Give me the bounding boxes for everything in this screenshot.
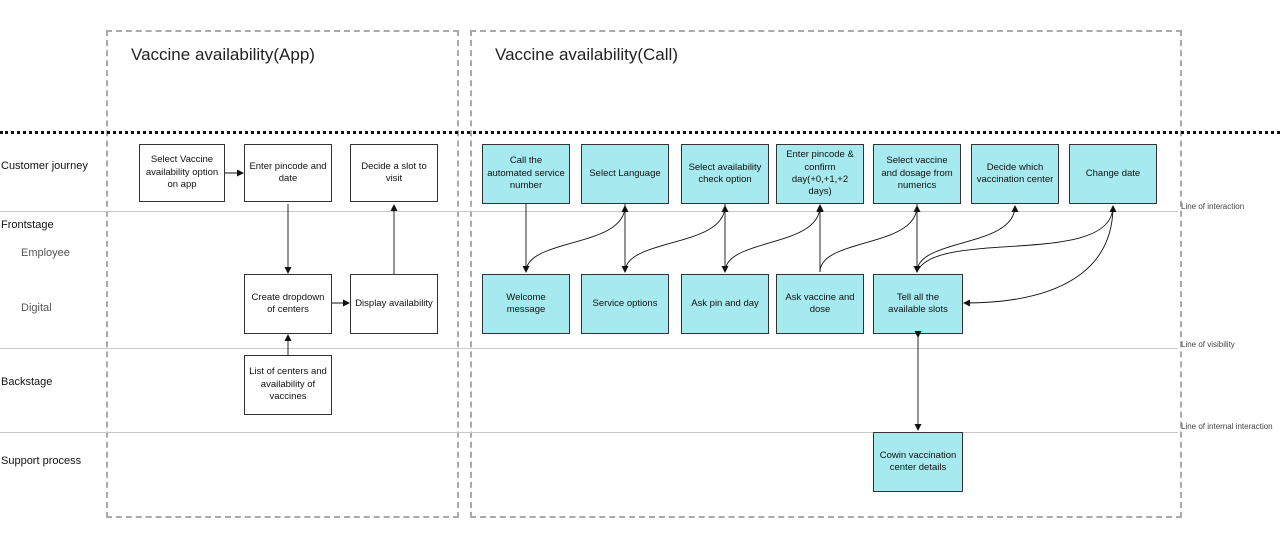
app-create-dropdown-box: Create dropdown of centers bbox=[244, 274, 332, 334]
decide-center-box: Decide which vaccination center bbox=[971, 144, 1059, 204]
app-create-dropdown-text: Create dropdown of centers bbox=[251, 291, 325, 315]
curve-askpin-to-pincode bbox=[724, 205, 824, 273]
app-section-title: Vaccine availability(App) bbox=[131, 45, 315, 64]
line-of-interaction bbox=[0, 211, 1178, 212]
ask-vaccine-dose-text: Ask vaccine and dose bbox=[785, 291, 855, 315]
call-section-frame bbox=[470, 30, 1182, 518]
call-number-text: Call the automated service number bbox=[487, 155, 565, 192]
welcome-message-box: Welcome message bbox=[482, 274, 570, 334]
line-of-interaction-label: Line of interaction bbox=[1181, 202, 1245, 211]
app-enter-pincode-box: Enter pincode and date bbox=[244, 144, 332, 202]
lane-employee: Employee bbox=[21, 247, 70, 259]
ask-pin-day-box: Ask pin and day bbox=[681, 274, 769, 334]
curve-askvaccine-to-vaccine bbox=[819, 205, 921, 273]
app-select-option-text: Select Vaccine availability option on ap… bbox=[145, 154, 219, 191]
change-date-text: Change date bbox=[1085, 167, 1141, 179]
change-date-box: Change date bbox=[1069, 144, 1157, 204]
decide-center-text: Decide which vaccination center bbox=[976, 161, 1054, 185]
lane-customer-journey: Customer journey bbox=[1, 160, 88, 172]
cowin-details-box: Cowin vaccination center details bbox=[873, 432, 963, 492]
enter-pincode-confirm-text: Enter pincode & confirm day(+0,+1,+2 day… bbox=[786, 149, 854, 198]
select-vaccine-text: Select vaccine and dosage from numerics bbox=[881, 155, 953, 192]
app-display-availability-text: Display availability bbox=[355, 297, 433, 309]
call-number-box: Call the automated service number bbox=[482, 144, 570, 204]
cowin-details-text: Cowin vaccination center details bbox=[879, 449, 957, 473]
app-display-availability-box: Display availability bbox=[350, 274, 438, 334]
customer-separator bbox=[0, 131, 1280, 134]
service-options-text: Service options bbox=[592, 297, 658, 309]
app-select-option-box: Select Vaccine availability option on ap… bbox=[139, 144, 225, 202]
tell-slots-box: Tell all the available slots bbox=[873, 274, 963, 334]
line-of-internal-interaction-label: Line of internal interaction bbox=[1181, 422, 1273, 431]
app-list-centers-text: List of centers and availability of vacc… bbox=[249, 366, 327, 403]
ask-pin-day-text: Ask pin and day bbox=[691, 297, 759, 309]
app-decide-slot-box: Decide a slot to visit bbox=[350, 144, 438, 202]
welcome-message-text: Welcome message bbox=[506, 291, 546, 315]
curve-service-to-availability bbox=[624, 205, 729, 273]
curve-slots-to-decide bbox=[916, 205, 1019, 273]
call-section-title: Vaccine availability(Call) bbox=[495, 45, 678, 64]
lane-backstage: Backstage bbox=[1, 376, 53, 388]
app-decide-slot-text: Decide a slot to visit bbox=[361, 160, 427, 184]
app-enter-pincode-text: Enter pincode and date bbox=[249, 160, 327, 184]
curve-slots-to-changedate bbox=[916, 205, 1117, 273]
select-vaccine-box: Select vaccine and dosage from numerics bbox=[873, 144, 961, 204]
curve-changedate-to-slots bbox=[963, 205, 1114, 307]
line-of-visibility-label: Line of visibility bbox=[1181, 340, 1235, 349]
enter-pincode-confirm-box: Enter pincode & confirm day(+0,+1,+2 day… bbox=[776, 144, 864, 204]
line-of-visibility bbox=[0, 348, 1178, 349]
lane-frontstage: Frontstage bbox=[1, 219, 54, 231]
service-options-box: Service options bbox=[581, 274, 669, 334]
select-language-text: Select Language bbox=[589, 167, 661, 179]
lane-support-process: Support process bbox=[1, 455, 82, 467]
select-availability-text: Select availability check option bbox=[688, 161, 762, 185]
lane-digital: Digital bbox=[21, 302, 52, 314]
line-of-internal-interaction bbox=[0, 432, 1178, 433]
ask-vaccine-dose-box: Ask vaccine and dose bbox=[776, 274, 864, 334]
app-list-centers-box: List of centers and availability of vacc… bbox=[244, 355, 332, 415]
select-language-box: Select Language bbox=[581, 144, 669, 204]
tell-slots-text: Tell all the available slots bbox=[888, 291, 948, 315]
app-section-frame bbox=[106, 30, 459, 518]
curve-welcome-to-language bbox=[525, 205, 629, 273]
select-availability-box: Select availability check option bbox=[681, 144, 769, 204]
